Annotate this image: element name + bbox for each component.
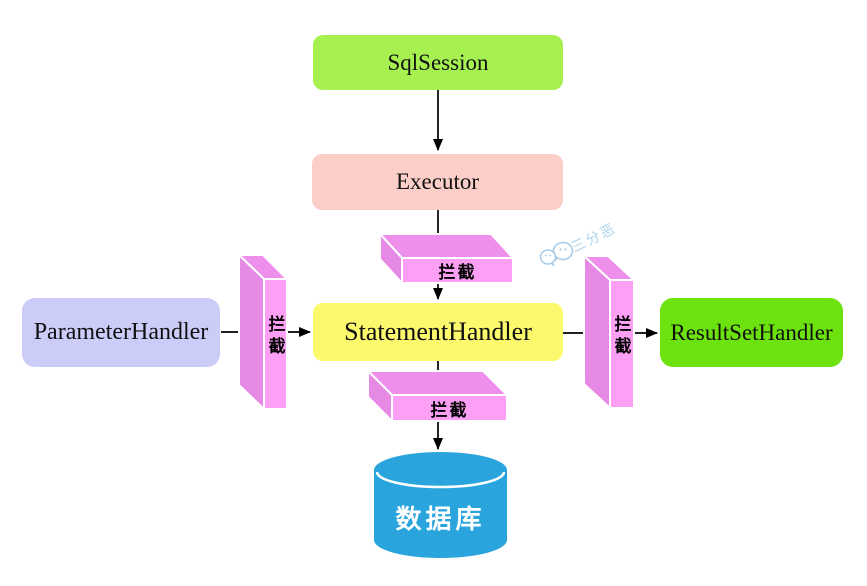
executor-node: Executor — [312, 154, 563, 210]
slab-side-face — [583, 255, 611, 409]
cylinder-top-rim — [375, 471, 506, 489]
intercept-label-right: 拦截 — [610, 315, 631, 359]
intercept-label-bottom: 拦截 — [430, 400, 469, 421]
sqlsession-node: SqlSession — [313, 35, 563, 90]
slab-front-face — [391, 394, 508, 422]
interceptor-slab-top — [379, 233, 514, 284]
interceptor-slab-right — [583, 255, 635, 409]
watermark: 三分恶 — [538, 221, 648, 272]
parameterhandler-node: ParameterHandler — [22, 298, 220, 367]
executor-label: Executor — [395, 169, 479, 194]
interceptor-slab-bottom — [367, 370, 508, 422]
statementhandler-node: StatementHandler — [313, 303, 563, 361]
wechat-icon — [539, 241, 574, 267]
watermark-text: 三分恶 — [568, 220, 620, 257]
sqlsession-label: SqlSession — [387, 49, 489, 75]
database-label: 数据库 — [395, 504, 486, 535]
interceptor-slab-left — [238, 254, 288, 410]
parameterhandler-label: ParameterHandler — [33, 319, 209, 345]
slab-side-face — [238, 254, 265, 410]
slab-front-face — [609, 279, 635, 409]
cylinder-body — [374, 452, 507, 558]
slab-front-face — [263, 278, 288, 410]
intercept-label-left: 拦截 — [264, 315, 285, 359]
connector-arrows — [221, 90, 658, 450]
resultsethandler-node: ResultSetHandler — [660, 298, 843, 367]
slab-front-face — [401, 257, 514, 284]
intercept-label-top: 拦截 — [438, 263, 477, 283]
resultsethandler-label: ResultSetHandler — [670, 319, 833, 345]
database-cylinder — [374, 452, 507, 558]
statementhandler-label: StatementHandler — [344, 317, 532, 346]
